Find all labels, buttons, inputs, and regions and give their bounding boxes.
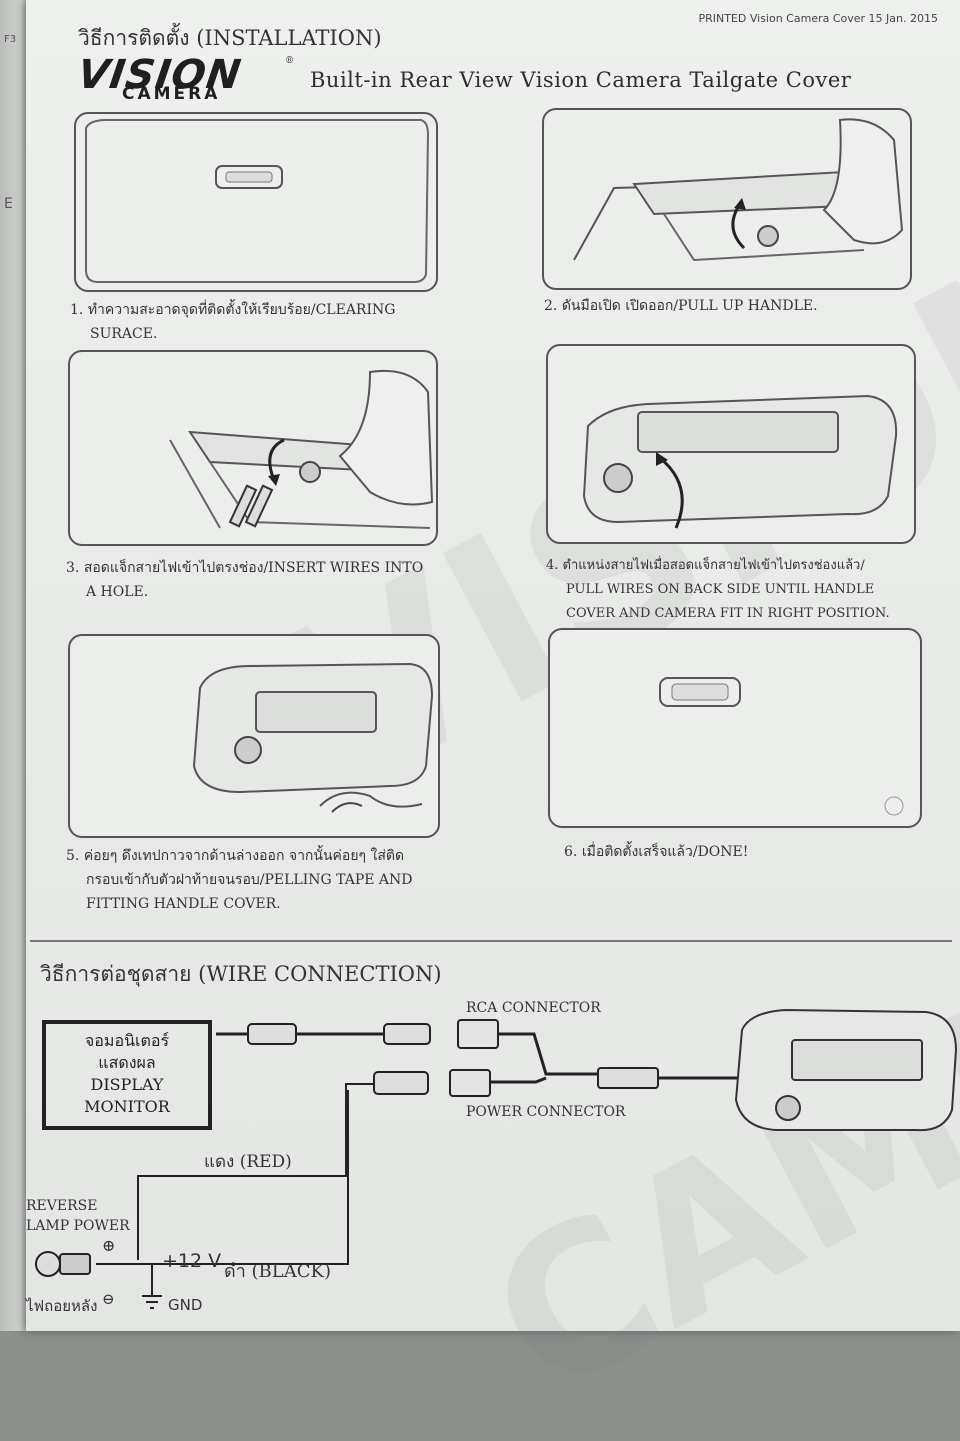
reverse-lamp-label-cont: LAMP POWER xyxy=(26,1218,130,1234)
rca-connector-label: RCA CONNECTOR xyxy=(466,1000,601,1016)
step-1-caption: 1. ทำความสะอาดจุดที่ติดตั้งให้เรียบร้อย/… xyxy=(70,298,470,346)
step-1-text-cont: SURACE. xyxy=(90,326,158,342)
step-6-illustration xyxy=(548,628,922,828)
wiring-diagram xyxy=(35,1008,958,1309)
step-4-caption: 4. ตำแหน่งสายไฟเมื่อสอดแจ็กสายไฟเข้าไปตร… xyxy=(546,554,954,626)
display-monitor-box: จอมอนิเตอร์ แสดงผล DISPLAY MONITOR xyxy=(42,1020,212,1130)
step-2-text: ดันมือเปิด เปิดออก/PULL UP HANDLE. xyxy=(561,298,818,314)
step-5-text-cont: กรอบเข้ากับตัวฝาท้ายจนรอบ/PELLING TAPE A… xyxy=(86,872,413,888)
black-wire-label: ดำ (BLACK) xyxy=(224,1261,331,1282)
plus-12v-label: +12 V xyxy=(162,1250,222,1272)
backlight-label: ไฟถอยหลัง xyxy=(26,1297,98,1315)
step-4-text-cont: PULL WIRES ON BACK SIDE UNTIL HANDLE xyxy=(566,582,875,597)
step-3-text: สอดแจ็กสายไฟเข้าไปตรงช่อง/INSERT WIRES I… xyxy=(83,560,424,576)
monitor-label-en2: MONITOR xyxy=(84,1097,170,1116)
step-5-caption: 5. ค่อยๆ ดึงเทปกาวจากด้านล่างออก จากนั้น… xyxy=(66,844,506,916)
step-3-number: 3. xyxy=(66,560,80,576)
step-1-text: ทำความสะอาดจุดที่ติดตั้งให้เรียบร้อย/CLE… xyxy=(87,302,396,318)
registered-mark: ® xyxy=(285,56,294,66)
pull-handle-drawing xyxy=(573,118,904,262)
step-5-number: 5. xyxy=(66,848,80,864)
plus-sign: ⊕ xyxy=(102,1236,116,1255)
step-1-illustration xyxy=(74,112,438,292)
step-4-illustration xyxy=(546,344,916,544)
wire-connection-title: วิธีการต่อชุดสาย (WIRE CONNECTION) xyxy=(40,962,442,986)
step-3-illustration xyxy=(68,350,438,546)
vision-camera-logo: VISION CAMERA ® xyxy=(75,52,294,104)
edge-key-label: E xyxy=(4,196,13,212)
monitor-label-en: DISPLAY xyxy=(90,1075,164,1094)
wire-position-drawing xyxy=(582,394,898,529)
printed-note: PRINTED Vision Camera Cover 15 Jan. 2015 xyxy=(698,12,938,25)
document-title: Built-in Rear View Vision Camera Tailgat… xyxy=(310,68,852,92)
tailgate-clean-drawing xyxy=(85,119,430,283)
monitor-label-th2: แสดงผล xyxy=(98,1053,156,1072)
gnd-label: GND xyxy=(168,1296,203,1314)
step-2-caption: 2. ดันมือเปิด เปิดออก/PULL UP HANDLE. xyxy=(544,294,944,318)
installation-title: วิธีการติดตั้ง (INSTALLATION) xyxy=(78,26,382,50)
done-drawing xyxy=(659,677,904,816)
red-wire-label: แดง (RED) xyxy=(204,1152,292,1172)
step-6-number: 6. xyxy=(564,844,578,860)
step-5-text: ค่อยๆ ดึงเทปกาวจากด้านล่างออก จากนั้นค่อ… xyxy=(83,848,405,864)
step-5-text-cont: FITTING HANDLE COVER. xyxy=(86,896,281,912)
peel-tape-drawing xyxy=(192,662,434,813)
section-divider xyxy=(30,940,952,942)
keyboard-edge: F3 E xyxy=(0,0,30,1331)
logo-sub: CAMERA xyxy=(122,84,221,104)
step-6-text: เมื่อติดตั้งเสร็จแล้ว/DONE! xyxy=(581,844,749,860)
power-connector-label: POWER CONNECTOR xyxy=(466,1104,626,1120)
monitor-label-th: จอมอนิเตอร์ xyxy=(84,1031,170,1050)
step-3-text-cont: A HOLE. xyxy=(86,584,149,600)
reverse-lamp-label: REVERSE xyxy=(26,1198,98,1214)
step-2-illustration xyxy=(542,108,912,290)
step-4-text: ตำแหน่งสายไฟเมื่อสอดแจ็กสายไฟเข้าไปตรงช่… xyxy=(562,558,865,573)
edge-key-label: F3 xyxy=(4,34,17,45)
step-2-number: 2. xyxy=(544,298,558,314)
step-5-illustration xyxy=(68,634,440,838)
step-1-number: 1. xyxy=(70,302,84,318)
step-6-caption: 6. เมื่อติดตั้งเสร็จแล้ว/DONE! xyxy=(564,840,924,864)
step-4-text-cont: COVER AND CAMERA FIT IN RIGHT POSITION. xyxy=(566,606,890,621)
step-4-number: 4. xyxy=(546,558,559,573)
step-3-caption: 3. สอดแจ็กสายไฟเข้าไปตรงช่อง/INSERT WIRE… xyxy=(66,556,486,604)
minus-sign: ⊖ xyxy=(102,1290,115,1308)
instruction-sheet: VISION CAMERA PRINTED Vision Camera Cove… xyxy=(26,0,960,1441)
insert-wires-drawing xyxy=(169,369,434,529)
